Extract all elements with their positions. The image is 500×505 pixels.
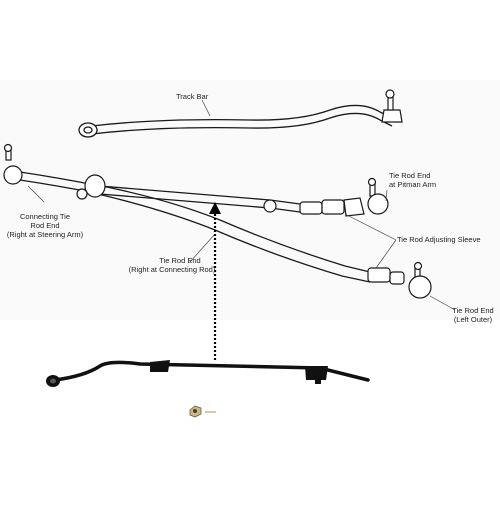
track-bar-label: Track Bar [176,92,209,101]
left-outer-tie-rod-end [367,261,432,299]
track-bar-ball-stud [381,89,403,123]
tie-rod-end-pitman-label-1: Tie Rod End [389,171,431,180]
connecting-tie-rod-end [3,143,23,185]
tie-rod-product-photo [46,360,370,387]
callout-arrow [209,202,221,360]
pitman-tie-rod-end [299,177,389,217]
center-rod-end [76,174,277,213]
adjusting-sleeve-label: Tie Rod Adjusting Sleeve [397,235,481,244]
leader-lines [27,99,456,311]
tie-rod-end-connecting-label-1: Tie Rod End [159,256,201,265]
castle-nut [189,405,216,418]
connecting-tie-label-3: (Right at Steering Arm) [6,230,84,239]
tie-rod-end-connecting-label-2: (Right at Connecting Rod) [128,265,216,274]
tie-rod-end-left-label-2: (Left Outer) [453,315,493,324]
connecting-tie-label-1: Connecting Tie [19,212,71,221]
track-bar [78,104,393,138]
tie-rod-end-pitman-label-2: at Pitman Arm [389,180,437,189]
tie-rod-end-left-label-1: Tie Rod End [452,306,494,315]
connecting-tie-label-2: Rod End [30,221,60,230]
